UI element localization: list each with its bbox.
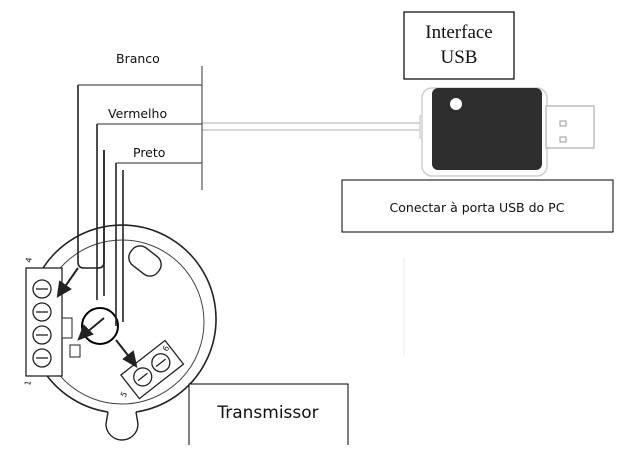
connect-label: Conectar à porta USB do PC	[390, 200, 565, 215]
usb-interface-icon	[421, 87, 595, 177]
connect-pc-box: Conectar à porta USB do PC	[341, 179, 614, 233]
wire-label-vermelho: Vermelho	[108, 106, 167, 121]
interface-usb-box: Interface USB	[403, 11, 515, 80]
terminal-number-top: 4	[24, 257, 34, 264]
terminal-number-bottom: 1	[23, 380, 33, 387]
interface-title-line2: USB	[441, 47, 478, 68]
interface-title-line1: Interface	[425, 22, 493, 43]
wire-label-branco: Branco	[116, 51, 160, 66]
wire-arrows	[56, 267, 138, 369]
wire-paths	[77, 85, 124, 326]
transmitter-label-box: Transmissor	[188, 383, 349, 445]
transmitter-label: Transmissor	[216, 403, 318, 423]
wire-label-preto: Preto	[133, 145, 165, 160]
terminal-number-side-top: 6	[161, 344, 171, 353]
usb-cable	[202, 111, 433, 143]
transmitter-head-icon: 4 1 6 5	[23, 224, 217, 441]
terminal-number-side-bottom: 5	[119, 390, 129, 399]
